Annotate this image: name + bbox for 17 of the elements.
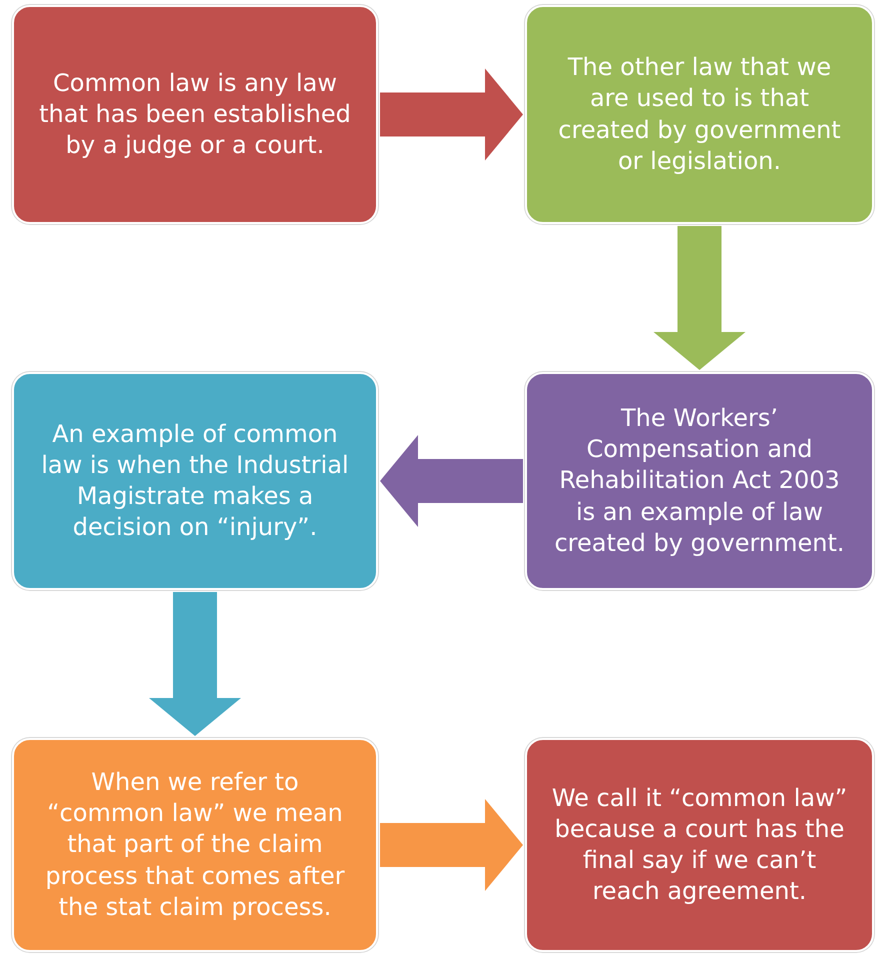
box-text: The Workers’ Compensation and Rehabilitation Act 2003 is an example of law created by government.: [553, 403, 846, 559]
process-box: [12, 5, 378, 224]
box-text: When we refer to “common law” we mean that part of the claim process that comes after the stat claim process.: [44, 767, 346, 923]
process-box: [12, 372, 378, 590]
block-arrow: [654, 226, 746, 370]
process-box: [525, 738, 874, 952]
box-text: We call it “common law” because a court has the final say if we can’t reach agreement.: [551, 782, 848, 908]
process-box: [525, 5, 874, 224]
block-arrow: [380, 68, 523, 160]
box-text: Common law is any law that has been established by a judge or a court.: [38, 68, 352, 162]
block-arrow: [380, 799, 523, 891]
box-text: The other law that we are used to is that created by government or legislation.: [557, 52, 842, 177]
process-box: [525, 372, 874, 590]
block-arrow: [380, 435, 523, 527]
box-text: An example of common law is when the Industrial Magistrate makes a decision on “injury”.: [40, 418, 350, 544]
process-box: [12, 738, 378, 952]
block-arrow: [149, 592, 241, 736]
